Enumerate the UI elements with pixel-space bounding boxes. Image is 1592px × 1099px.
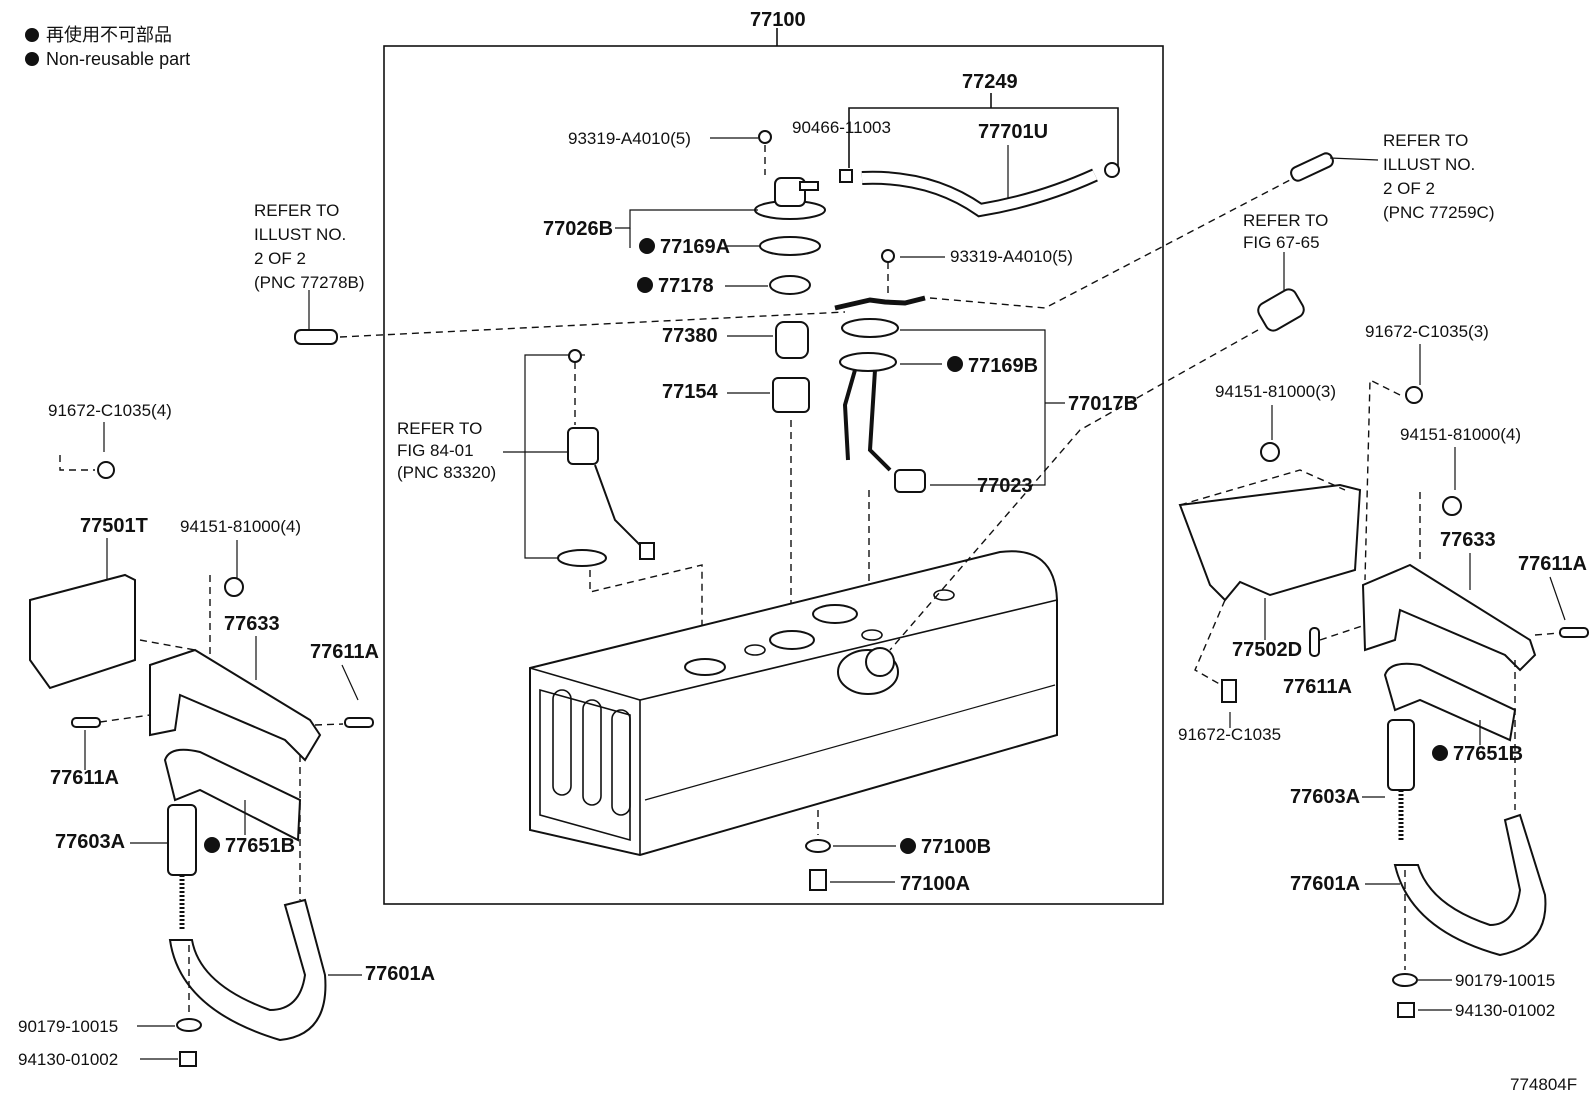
label-right-77651B[interactable]: 77651B: [1453, 743, 1523, 765]
refer-6765-line2[interactable]: FIG 67-65: [1243, 233, 1320, 252]
assembly-frame: [383, 45, 1164, 905]
label-right-90179[interactable]: 90179-10015: [1455, 971, 1555, 990]
part-label-77017B[interactable]: 77017B: [1068, 393, 1138, 415]
label-left-91672[interactable]: 91672-C1035(4): [48, 401, 172, 420]
refer-left-line1: REFER TO: [254, 201, 339, 220]
refer-8401-line3[interactable]: (PNC 83320): [397, 463, 496, 482]
label-left-77601A[interactable]: 77601A: [365, 963, 435, 985]
label-right-94151-3[interactable]: 94151-81000(3): [1215, 382, 1336, 401]
label-right-91672-3[interactable]: 91672-C1035(3): [1365, 322, 1489, 341]
fuel-tank: [529, 550, 1058, 857]
refer-right-line3: 2 OF 2: [1383, 179, 1435, 198]
refer-right-line4[interactable]: (PNC 77259C): [1383, 203, 1495, 222]
non-reusable-dot-icon: [25, 52, 39, 66]
label-right-77633[interactable]: 77633: [1440, 529, 1496, 551]
legend-japanese: 再使用不可部品: [46, 25, 172, 45]
part-label-90466[interactable]: 90466-11003: [792, 118, 891, 137]
label-left-77611A-left[interactable]: 77611A: [50, 767, 119, 789]
part-label-77100B[interactable]: 77100B: [921, 836, 991, 858]
label-left-94130[interactable]: 94130-01002: [18, 1050, 118, 1069]
refer-right-line2: ILLUST NO.: [1383, 155, 1475, 174]
part-label-77100A[interactable]: 77100A: [900, 873, 970, 895]
part-label-77169A[interactable]: 77169A: [660, 236, 730, 258]
label-left-77611A-right[interactable]: 77611A: [310, 641, 379, 663]
label-left-94151[interactable]: 94151-81000(4): [180, 517, 301, 536]
label-right-77502D[interactable]: 77502D: [1232, 639, 1302, 661]
legend-english: Non-reusable part: [46, 49, 190, 69]
figure-number: 774804F: [1510, 1075, 1577, 1094]
part-label-77178[interactable]: 77178: [658, 275, 714, 297]
refer-left-line2: ILLUST NO.: [254, 225, 346, 244]
label-left-77633[interactable]: 77633: [224, 613, 280, 635]
part-label-77154[interactable]: 77154: [662, 381, 718, 403]
label-right-77611A-in[interactable]: 77611A: [1283, 676, 1352, 698]
refer-8401-line2[interactable]: FIG 84-01: [397, 441, 474, 460]
refer-8401-line1: REFER TO: [397, 419, 482, 438]
part-label-77023[interactable]: 77023: [977, 475, 1033, 497]
label-right-91672[interactable]: 91672-C1035: [1178, 725, 1281, 744]
refer-left-line3: 2 OF 2: [254, 249, 306, 268]
part-label-77026B[interactable]: 77026B: [543, 218, 613, 240]
part-label-93319-top[interactable]: 93319-A4010(5): [568, 129, 691, 148]
legend: 再使用不可部品 Non-reusable part: [25, 25, 190, 69]
label-left-77603A[interactable]: 77603A: [55, 831, 125, 853]
part-label-77249[interactable]: 77249: [962, 71, 1018, 93]
label-right-94130[interactable]: 94130-01002: [1455, 1001, 1555, 1020]
refer-left-line4[interactable]: (PNC 77278B): [254, 273, 365, 292]
label-right-77603A[interactable]: 77603A: [1290, 786, 1360, 808]
part-label-77380[interactable]: 77380: [662, 325, 718, 347]
label-right-77601A[interactable]: 77601A: [1290, 873, 1360, 895]
refer-6765-line1: REFER TO: [1243, 211, 1328, 230]
refer-right-line1: REFER TO: [1383, 131, 1468, 150]
part-label-93319-mid[interactable]: 93319-A4010(5): [950, 247, 1073, 266]
part-label-77100[interactable]: 77100: [750, 9, 806, 31]
label-right-94151-4[interactable]: 94151-81000(4): [1400, 425, 1521, 444]
label-left-77651B[interactable]: 77651B: [225, 835, 295, 857]
label-left-90179[interactable]: 90179-10015: [18, 1017, 118, 1036]
part-label-77169B[interactable]: 77169B: [968, 355, 1038, 377]
part-label-77701U[interactable]: 77701U: [978, 121, 1048, 143]
non-reusable-dot-icon: [25, 28, 39, 42]
label-left-77501T[interactable]: 77501T: [80, 515, 148, 537]
label-right-77611A-out[interactable]: 77611A: [1518, 553, 1587, 575]
